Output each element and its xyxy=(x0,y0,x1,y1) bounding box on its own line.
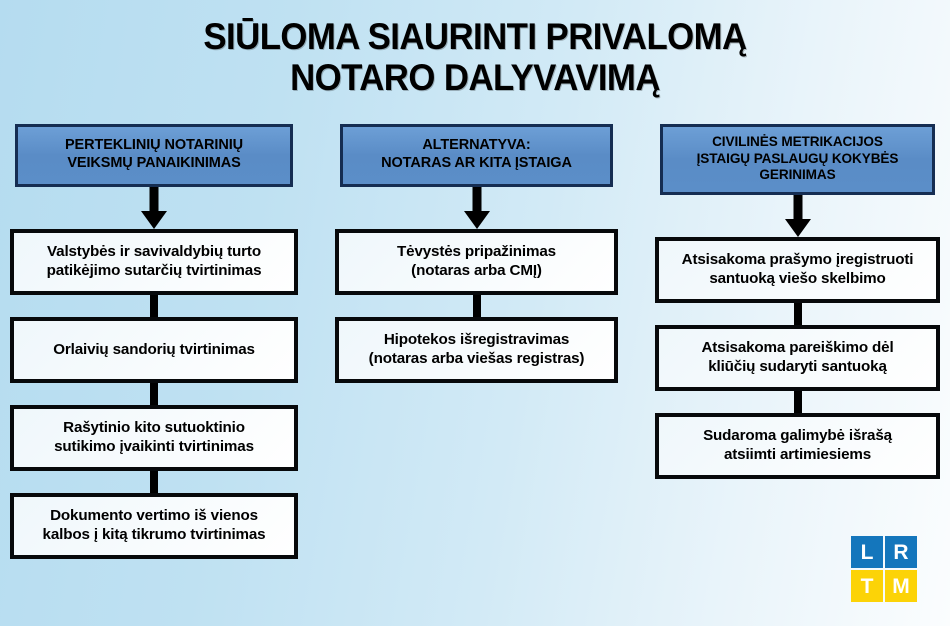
logo-cell-l: L xyxy=(851,536,883,568)
page-title: SIŪLOMA SIAURINTI PRIVALOMĄ NOTARO DALYV… xyxy=(29,16,922,99)
column-2-item-1-line-2: (notaras arba CMĮ) xyxy=(411,262,542,279)
connector-line xyxy=(793,302,802,325)
column-1-item-3: Rašytinio kito sutuoktinio sutikimo įvai… xyxy=(10,405,298,471)
column-3-item-2: Atsisakoma pareiškimo dėl kliūčių sudary… xyxy=(655,324,940,391)
column-3-header: CIVILINĖS METRIKACIJOS ĮSTAIGŲ PASLAUGŲ … xyxy=(659,124,935,195)
column-3-header-line-2: ĮSTAIGŲ PASLAUGŲ KOKYBĖS xyxy=(696,150,899,166)
column-1-header: PERTEKLINIŲ NOTARINIŲ VEIKSMŲ PANAIKINIM… xyxy=(15,124,293,187)
flowchart-columns: PERTEKLINIŲ NOTARINIŲ VEIKSMŲ PANAIKINIM… xyxy=(0,124,950,559)
column-3-item-2-line-1: Atsisakoma pareiškimo dėl xyxy=(701,339,894,357)
flowchart-column-2: ALTERNATYVA: NOTARAS AR KITA ĮSTAIGA Tėv… xyxy=(335,124,618,559)
column-2-item-1-line-1: Tėvystės pripažinimas xyxy=(397,243,556,261)
connector-line xyxy=(472,295,481,317)
column-1-item-4-line-2: kalbos į kitą tikrumo tvirtinimas xyxy=(42,526,266,543)
page-title-line-1: SIŪLOMA SIAURINTI PRIVALOMĄ xyxy=(203,16,747,57)
column-3-item-1: Atsisakoma prašymo įregistruoti santuoką… xyxy=(655,236,940,303)
column-2-header: ALTERNATYVA: NOTARAS AR KITA ĮSTAIGA xyxy=(339,124,614,187)
connector-line xyxy=(793,390,802,413)
connector-line xyxy=(150,471,158,493)
column-1-item-4: Dokumento vertimo iš vienos kalbos į kit… xyxy=(10,493,298,559)
down-arrow-icon xyxy=(462,187,492,229)
column-3-item-3: Sudaroma galimybė išrašą atsiimti artimi… xyxy=(655,412,940,479)
logo-cell-r: R xyxy=(885,536,917,568)
column-2-item-1: Tėvystės pripažinimas (notaras arba CMĮ) xyxy=(335,229,618,295)
column-2-header-line-1: ALTERNATYVA: xyxy=(422,137,531,154)
column-1-item-4-line-1: Dokumento vertimo iš vienos xyxy=(50,507,258,525)
column-3-header-line-1: CIVILINĖS METRIKACIJOS xyxy=(712,134,883,149)
connector-line xyxy=(150,295,158,317)
column-3-item-3-line-1: Sudaroma galimybė išrašą xyxy=(703,427,892,445)
column-1-item-2-line-1: Orlaivių sandorių tvirtinimas xyxy=(53,340,255,358)
column-1-item-2: Orlaivių sandorių tvirtinimas xyxy=(10,317,298,383)
column-1-item-1-line-2: patikėjimo sutarčių tvirtinimas xyxy=(46,262,262,279)
column-3-item-1-line-1: Atsisakoma prašymo įregistruoti xyxy=(681,251,914,269)
flowchart-column-1: PERTEKLINIŲ NOTARINIŲ VEIKSMŲ PANAIKINIM… xyxy=(10,124,298,559)
column-3-item-1-line-2: santuoką viešo skelbimo xyxy=(709,269,886,287)
flowchart-column-3: CIVILINĖS METRIKACIJOS ĮSTAIGŲ PASLAUGŲ … xyxy=(655,124,940,559)
logo-cell-m: M xyxy=(885,570,917,602)
column-3-item-2-line-2: kliūčių sudaryti santuoką xyxy=(708,357,887,375)
down-arrow-icon xyxy=(783,194,813,237)
column-1-header-line-2: VEIKSMŲ PANAIKINIMAS xyxy=(67,155,241,171)
lrtm-logo: L R T M xyxy=(851,536,917,602)
column-2-item-2-line-2: (notaras arba viešas registras) xyxy=(368,350,585,367)
logo-cell-t: T xyxy=(851,570,883,602)
column-3-header-line-3: GERINIMAS xyxy=(759,167,836,183)
column-1-item-3-line-1: Rašytinio kito sutuoktinio xyxy=(63,419,245,437)
column-1-item-3-line-2: sutikimo įvaikinti tvirtinimas xyxy=(54,438,254,455)
down-arrow-icon xyxy=(139,187,169,229)
column-1-item-1-line-1: Valstybės ir savivaldybių turto xyxy=(47,243,261,261)
column-2-item-2-line-1: Hipotekos išregistravimas xyxy=(383,331,570,349)
column-2-item-2: Hipotekos išregistravimas (notaras arba … xyxy=(335,317,618,383)
column-3-item-3-line-2: atsiimti artimiesiems xyxy=(723,445,872,463)
column-1-header-line-1: PERTEKLINIŲ NOTARINIŲ xyxy=(64,137,244,154)
column-1-item-1: Valstybės ir savivaldybių turto patikėji… xyxy=(10,229,298,295)
connector-line xyxy=(150,383,158,405)
page-title-line-2: NOTARO DALYVAVIMĄ xyxy=(290,57,660,99)
column-2-header-line-2: NOTARAS AR KITA ĮSTAIGA xyxy=(381,155,572,171)
